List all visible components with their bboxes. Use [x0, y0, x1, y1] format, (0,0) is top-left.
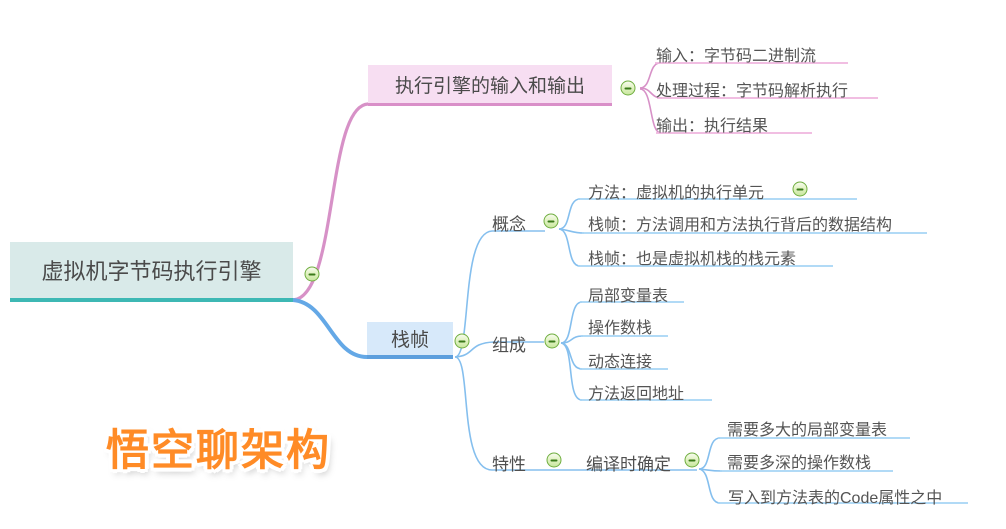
connector-line: [454, 356, 697, 471]
branch-node-io[interactable]: 执行引擎的输入和输出: [368, 65, 612, 106]
connector-line: [698, 437, 721, 470]
collapse-icon[interactable]: [543, 213, 559, 229]
collapse-icon[interactable]: [684, 452, 700, 468]
minus-bar: [624, 87, 632, 89]
watermark: 悟空聊架构: [106, 427, 331, 475]
leaf-operand-stack[interactable]: 操作数栈: [588, 320, 653, 337]
leaf-return-address[interactable]: 方法返回地址: [588, 386, 685, 403]
connector-line: [454, 341, 544, 358]
connector-line: [291, 298, 369, 359]
collapse-icon[interactable]: [792, 181, 808, 197]
leaf-process[interactable]: 处理过程：字节码解析执行: [656, 83, 849, 100]
collapse-icon[interactable]: [546, 452, 562, 468]
leaf-dynamic-linking[interactable]: 动态连接: [588, 354, 653, 371]
minus-bar: [308, 273, 316, 275]
leaf-input[interactable]: 输入：字节码二进制流: [656, 48, 817, 65]
leaf-lvt-size[interactable]: 需要多大的局部变量表: [727, 422, 888, 439]
minus-bar: [548, 340, 556, 342]
leaf-output[interactable]: 输出：执行结果: [656, 118, 769, 135]
collapse-icon[interactable]: [304, 266, 320, 282]
leaf-frame-structure[interactable]: 栈帧：方法调用和方法执行背后的数据结构: [588, 217, 893, 234]
topic-characteristic[interactable]: 特性: [492, 455, 526, 474]
connector-line: [558, 198, 581, 230]
collapse-icon[interactable]: [620, 80, 636, 96]
leaf-method[interactable]: 方法：虚拟机的执行单元: [588, 185, 765, 202]
connector-line: [639, 88, 662, 134]
leaf-frame-element[interactable]: 栈帧：也是虚拟机栈的栈元素: [588, 251, 797, 268]
connector-line: [560, 342, 583, 401]
minus-bar: [688, 459, 696, 461]
connector-line: [291, 102, 370, 302]
collapse-icon[interactable]: [454, 333, 470, 349]
topic-composition[interactable]: 组成: [492, 336, 526, 355]
leaf-local-variable-table[interactable]: 局部变量表: [588, 288, 669, 305]
connector-line: [560, 301, 583, 344]
minus-bar: [458, 340, 466, 342]
branch-node-stack-frame[interactable]: 栈帧: [367, 322, 453, 359]
minus-bar: [796, 188, 804, 190]
root-node[interactable]: 虚拟机字节码执行引擎: [10, 242, 293, 302]
connector-line: [560, 342, 583, 370]
connector-line: [560, 335, 584, 344]
leaf-code-attribute[interactable]: 写入到方法表的Code属性之中: [728, 490, 943, 507]
topic-concept[interactable]: 概念: [492, 215, 526, 234]
topic-compile-time[interactable]: 编译时确定: [586, 455, 671, 474]
leaf-stack-depth[interactable]: 需要多深的操作数栈: [727, 455, 872, 472]
minus-bar: [550, 459, 558, 461]
minus-bar: [547, 220, 555, 222]
collapse-icon[interactable]: [544, 333, 560, 349]
connector-line: [558, 228, 581, 267]
connector-line: [454, 230, 545, 358]
connector-line: [698, 468, 721, 504]
